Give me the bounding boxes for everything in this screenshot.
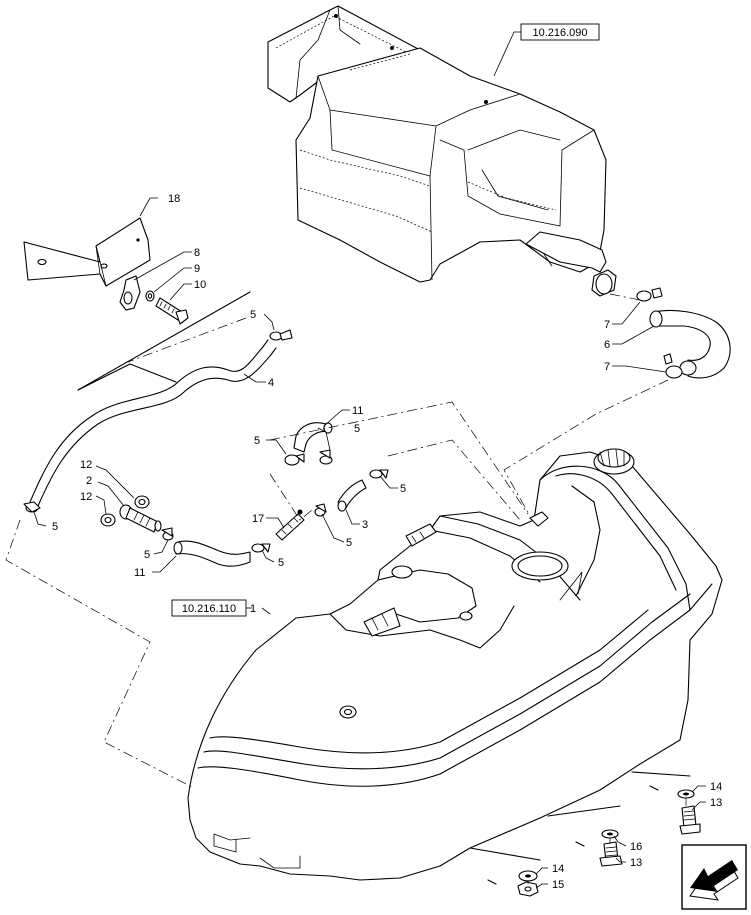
callout-5-e: 5 [278,557,284,569]
callout-12-upper: 12 [80,459,92,471]
clamp-7-upper [636,287,663,302]
callout-5-f: 5 [144,549,150,561]
callout-5-c: 5 [400,483,406,495]
upper-assembly [267,5,617,297]
hose-3 [337,479,367,512]
clamp-5-mid-a [284,453,305,466]
callout-16: 16 [630,841,642,853]
callout-14-bottom: 14 [552,863,564,875]
hose-11-lower [173,540,251,567]
clamp-5-lower-left [161,527,174,541]
callout-5-b: 5 [354,423,360,435]
direction-arrow-icon[interactable] [681,844,747,910]
callout-15: 15 [552,879,564,891]
bolt-10 [155,297,189,325]
callout-6: 6 [604,339,610,351]
reference-label-tank[interactable]: 10.216.110 [171,599,247,617]
leader-lines [33,197,706,889]
washer-12-lower [100,513,116,527]
clamp-5-lower-mid [251,543,271,553]
callout-2: 2 [86,475,92,487]
callout-4: 4 [268,377,274,389]
callout-13-mid: 13 [630,857,642,869]
callout-5-d: 5 [346,537,352,549]
clamp-5-mid-b [319,449,333,465]
callout-17: 17 [252,513,264,525]
callout-10: 10 [194,279,206,291]
nut-15 [517,881,539,897]
callout-13-right: 13 [710,797,722,809]
reference-upper-text: 10.216.090 [532,27,587,39]
callout-8: 8 [194,247,200,259]
bolt-13-right [679,805,701,835]
callout-5-upper: 5 [250,309,256,321]
hose-6 [649,309,731,379]
callout-5-left: 5 [52,521,58,533]
clamp-5-mid-d [314,503,327,517]
clamp-5-mid-c [369,469,389,479]
callout-12-lower: 12 [80,491,92,503]
callout-labels: 18 8 9 10 5 4 7 6 7 11 5 5 5 3 5 17 5 12… [52,193,722,891]
callout-7-lower: 7 [604,361,610,373]
callout-9: 9 [194,263,200,275]
callout-5-a: 5 [254,435,260,447]
clip-8 [119,275,141,311]
washer-12-upper [134,495,150,509]
callout-1: 1 [250,603,256,615]
assembly-lines [5,291,691,885]
clamp-5-left [23,501,41,513]
callout-18: 18 [168,193,180,205]
callout-14-right: 14 [710,781,722,793]
hose-4 [29,339,277,507]
bolt-13-mid [599,841,623,867]
washer-9 [145,290,155,302]
washer-14-right [677,789,695,799]
washer-16 [601,829,619,839]
callout-3: 3 [362,519,368,531]
reference-tank-text: 10.216.110 [182,603,236,615]
washer-14-bottom [518,870,538,882]
callout-7-upper: 7 [604,319,610,331]
hose-11-upper [293,422,333,453]
clamp-5-upper [269,329,293,341]
connector-2 [119,504,162,533]
callout-11-lower: 11 [134,567,145,579]
reference-label-upper[interactable]: 10.216.090 [520,23,600,41]
callout-11-upper: 11 [352,405,363,417]
clamp-7-lower [663,353,683,379]
bracket-18 [23,217,151,287]
fuel-tank [187,448,723,881]
fitting-17 [275,509,305,541]
